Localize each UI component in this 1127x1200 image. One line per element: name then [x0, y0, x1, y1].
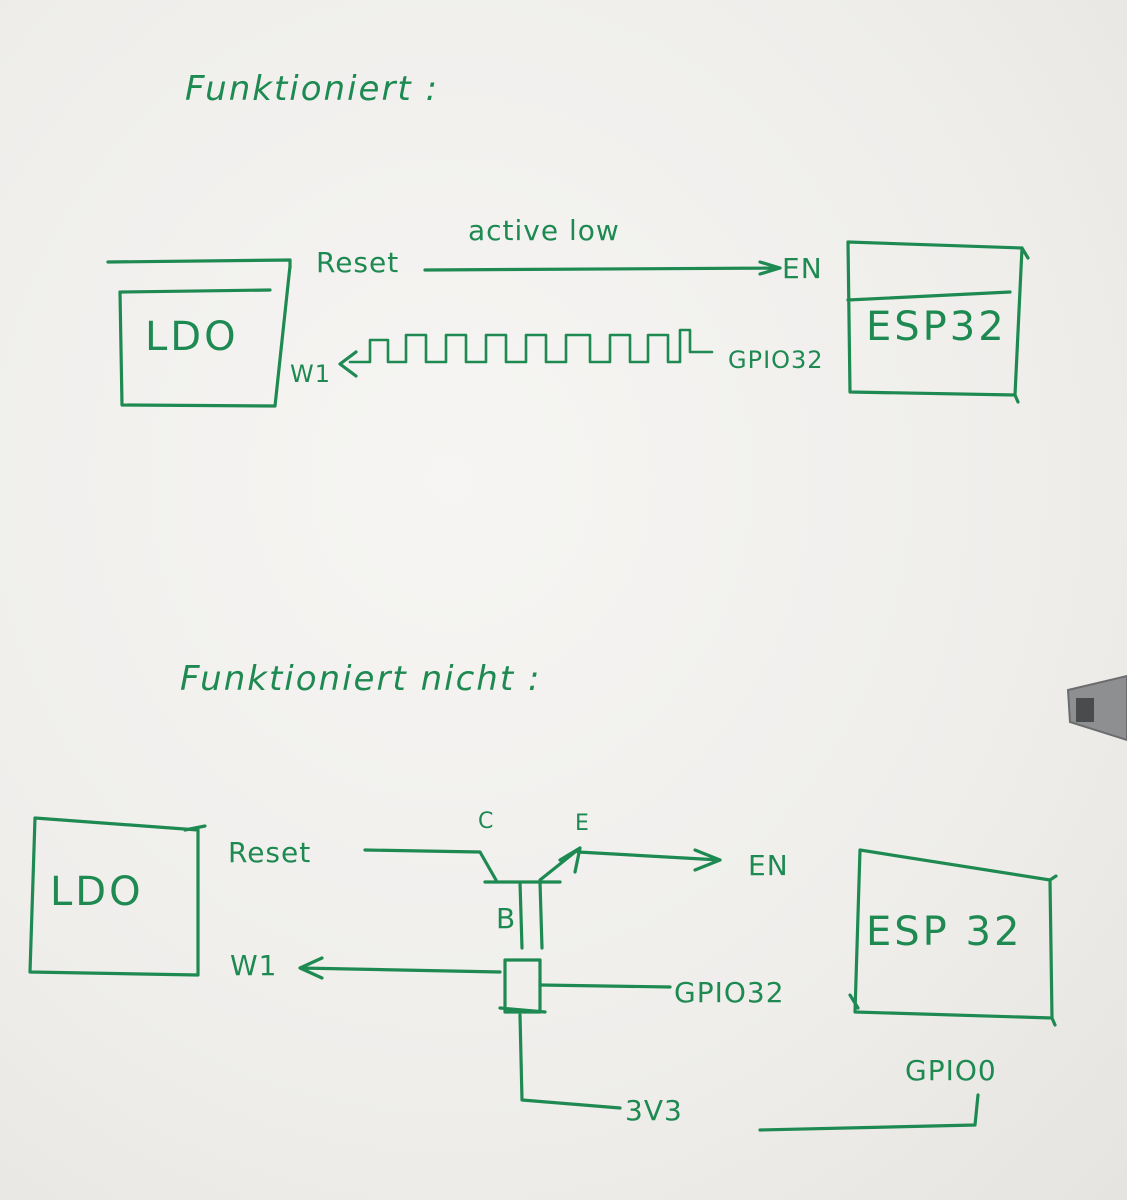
- top-en-label: EN: [782, 252, 823, 285]
- bottom-gpio0-line: [758, 1093, 980, 1132]
- top-esp32-label: ESP32: [866, 304, 1007, 350]
- top-w1-arrowhead: [338, 350, 358, 378]
- top-reset-arrow: [423, 260, 782, 276]
- top-active-low-label: active low: [468, 214, 620, 247]
- bottom-ldo-label: LDO: [50, 869, 144, 915]
- bottom-3v3-label: 3V3: [625, 1094, 683, 1127]
- bottom-3v3-line: [518, 1013, 622, 1110]
- bottom-ldo-box: [28, 816, 207, 977]
- bottom-w1-label: W1: [230, 949, 278, 982]
- bottom-gpio-line: [538, 983, 672, 989]
- bottom-reset-line: [363, 848, 498, 882]
- bottom-esp32-label: ESP 32: [866, 909, 1022, 955]
- transistor-collector-label: C: [478, 809, 493, 834]
- top-reset-label: Reset: [316, 246, 399, 279]
- junction-resistor: [498, 958, 547, 1014]
- bottom-gpio0-label: GPIO0: [905, 1054, 997, 1087]
- pencil-tip: [1066, 674, 1127, 742]
- top-w1-label: W1: [290, 360, 331, 388]
- bottom-esp32-box: [848, 848, 1058, 1027]
- bottom-en-label: EN: [748, 849, 789, 882]
- top-heading: Funktioniert :: [185, 69, 439, 109]
- top-esp32-box: [846, 240, 1030, 404]
- transistor-emitter-label: E: [575, 811, 589, 836]
- top-square-wave: [348, 328, 714, 364]
- pencil-band: [1076, 698, 1094, 722]
- transistor-symbol: [483, 846, 582, 950]
- top-ldo-box: [106, 258, 292, 408]
- transistor-base-label: B: [496, 902, 516, 935]
- top-ldo-label: LDO: [145, 314, 239, 360]
- bottom-reset-label: Reset: [228, 836, 311, 869]
- bottom-w1-arrow: [298, 956, 502, 980]
- bottom-en-arrow: [576, 848, 722, 872]
- bottom-gpio-label: GPIO32: [674, 976, 785, 1009]
- bottom-heading: Funktioniert nicht :: [180, 659, 541, 699]
- top-gpio-label: GPIO32: [728, 346, 824, 374]
